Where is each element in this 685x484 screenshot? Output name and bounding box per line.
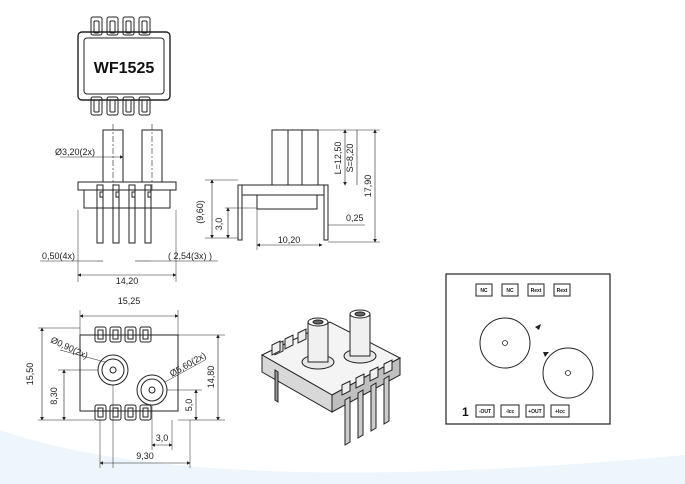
dim-1550: 15,50	[25, 363, 35, 386]
dim-L1250: L=12,50	[333, 142, 343, 175]
pin-out-neg: -OUT	[479, 409, 491, 415]
dim-960: (9,60)	[195, 200, 205, 224]
dim-S820: S=8,20	[345, 144, 355, 173]
dim-30b: 3,0	[156, 433, 169, 443]
dim-930: 9,30	[136, 451, 154, 461]
front-view	[40, 124, 218, 282]
pin-out-pos: +OUT	[528, 409, 541, 415]
dim-50: 5,0	[184, 399, 194, 412]
pin-icc-neg: -Icc	[506, 409, 515, 415]
dim-30a: 3,0	[214, 218, 224, 231]
bottom-pins	[90, 96, 151, 116]
pin-rext-1: Rext	[531, 288, 542, 294]
dim-1420: 14,20	[116, 276, 139, 286]
dim-1790: 17,90	[363, 175, 373, 198]
pin-nc-1: NC	[480, 288, 488, 294]
dim-1020: 10,20	[278, 235, 301, 245]
pinout-diagram	[445, 273, 611, 425]
top-pins	[90, 16, 151, 36]
pin-rext-2: Rext	[557, 288, 568, 294]
dim-1525: 15,25	[118, 296, 141, 306]
dim-830: 8,30	[49, 387, 59, 405]
bottom-view	[38, 310, 225, 468]
dim-phi560: Ø5,60(2x)	[168, 350, 208, 379]
part-label: WF1525	[94, 60, 155, 77]
background-wave	[0, 430, 685, 484]
top-view-chip	[77, 16, 171, 116]
side-view	[205, 129, 380, 250]
dim-025: 0,25	[346, 213, 364, 223]
dim-254: ( 2,54(3x) )	[168, 251, 212, 261]
iso-view	[260, 309, 402, 446]
dim-phi320: Ø3,20(2x)	[55, 147, 95, 157]
dim-050: 0,50(4x)	[42, 251, 75, 261]
dim-phi090: Ø0,90(2x)	[49, 335, 90, 361]
pin-icc-pos: +Icc	[555, 409, 565, 415]
pin1-marker: 1	[462, 405, 469, 419]
pin-nc-2: NC	[506, 288, 514, 294]
dim-1480: 14,80	[206, 366, 216, 389]
